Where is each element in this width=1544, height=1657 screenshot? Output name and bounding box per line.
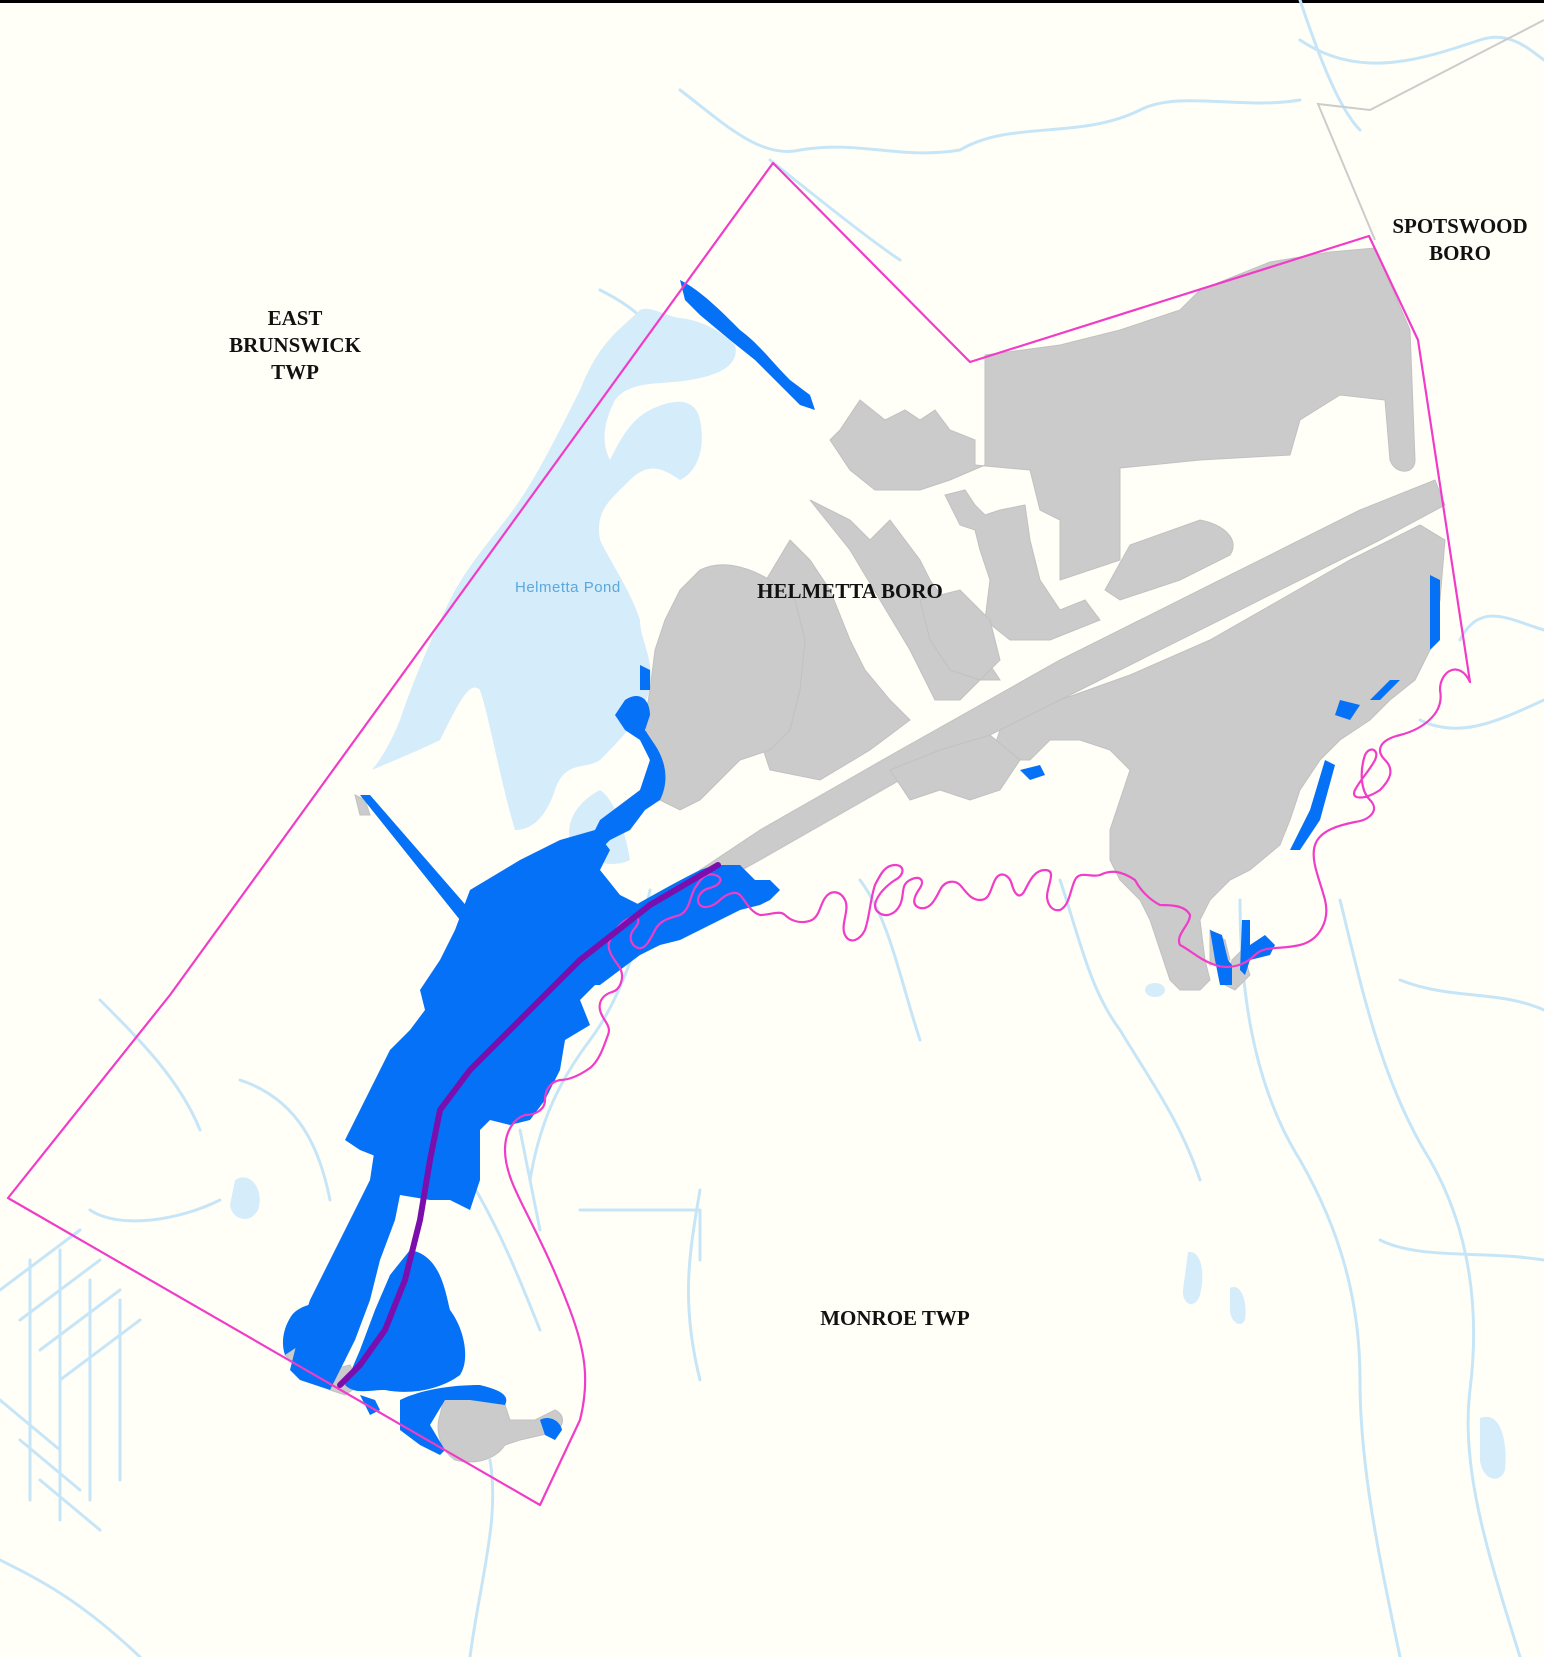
label-helmetta-boro: HELMETTA BORO — [757, 579, 943, 603]
map-frame-top — [0, 0, 1544, 3]
helmetta-boundary — [6, 161, 1472, 1507]
label-east-brunswick-twp: EAST BRUNSWICK TWP — [229, 306, 361, 384]
label-helmetta-pond: Helmetta Pond — [515, 579, 621, 596]
neighbor-boundary-line — [1316, 19, 1544, 241]
label-spotswood-boro: SPOTSWOOD BORO — [1392, 214, 1528, 265]
route-line — [337, 862, 721, 1388]
developed-areas — [284, 247, 1446, 1463]
minor-water-bodies — [230, 983, 1506, 1479]
label-monroe-twp: MONROE TWP — [820, 1306, 970, 1330]
